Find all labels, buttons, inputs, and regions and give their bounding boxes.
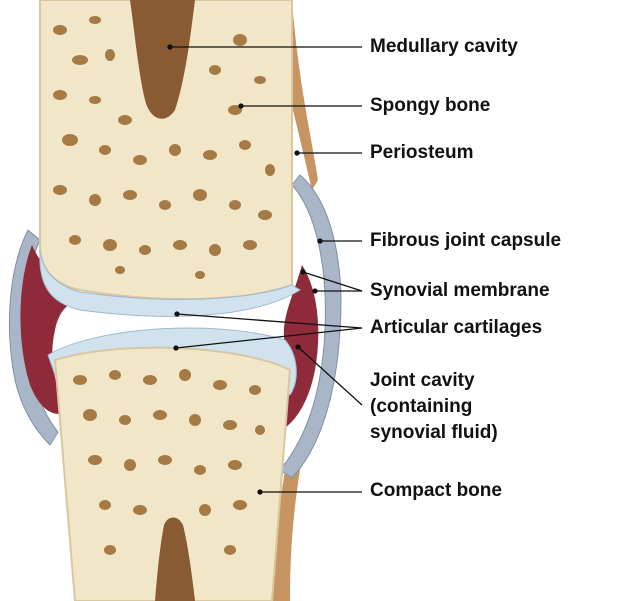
label-periosteum: Periosteum xyxy=(370,142,474,163)
label-joint-cavity-line2: (containing xyxy=(370,396,473,417)
spongy-pores-upper xyxy=(53,16,275,279)
medullary-cavity-lower xyxy=(155,517,195,601)
label-fibrous-joint-capsule: Fibrous joint capsule xyxy=(370,230,562,251)
spongy-pores-lower xyxy=(73,369,265,555)
label-joint-cavity-line3: synovial fluid) xyxy=(370,422,498,443)
fibrous-capsule-right xyxy=(279,174,342,479)
synovial-membrane-left xyxy=(20,245,90,414)
label-synovial-membrane: Synovial membrane xyxy=(370,280,550,301)
label-spongy-bone: Spongy bone xyxy=(370,95,491,116)
articular-cartilage-upper xyxy=(39,249,301,317)
lower-bone xyxy=(53,346,292,601)
medullary-cavity-upper xyxy=(130,0,195,119)
leader-lines xyxy=(167,44,363,495)
label-joint-cavity-line1: Joint cavity xyxy=(370,370,475,391)
label-joint-cavity: Joint cavity (containing synovial fluid) xyxy=(370,368,498,446)
label-compact-bone: Compact bone xyxy=(370,480,502,501)
label-articular-cartilages: Articular cartilages xyxy=(370,317,543,338)
label-medullary-cavity: Medullary cavity xyxy=(370,36,518,57)
